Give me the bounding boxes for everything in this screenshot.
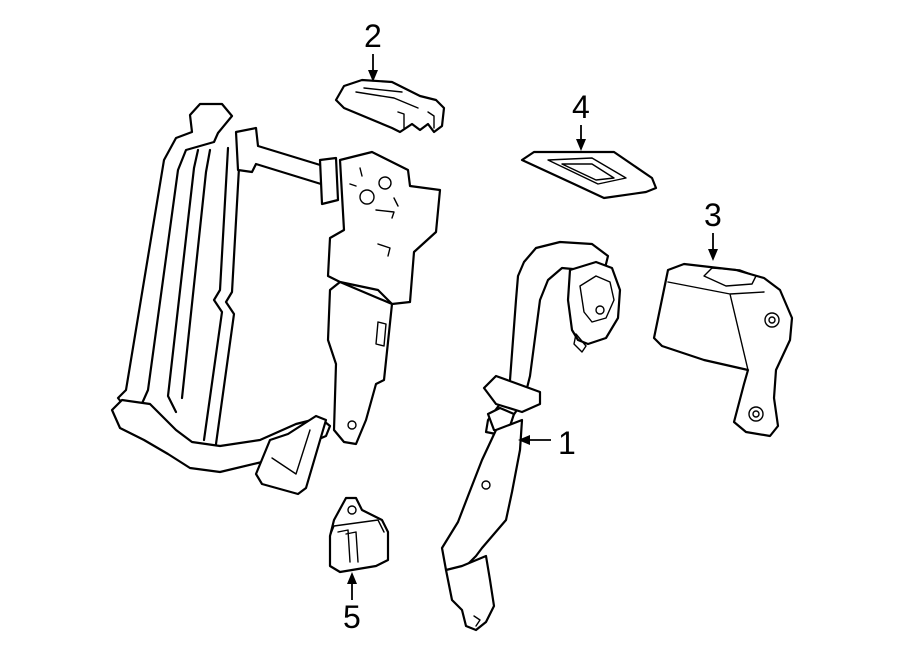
callout-1: 1 <box>558 425 576 461</box>
callout-2-group: 2 <box>364 18 382 82</box>
seat-back-frame <box>110 102 442 496</box>
part-4-trim-bezel <box>520 150 658 200</box>
part-1-seat-belt-assembly <box>440 240 622 632</box>
callout-1-group: 1 <box>518 425 576 461</box>
part-2-belt-guide <box>334 78 446 134</box>
callout-5-group: 5 <box>343 572 361 635</box>
callout-3-group: 3 <box>704 197 722 261</box>
part-3-retractor-cover <box>652 262 794 438</box>
callout-4-group: 4 <box>572 89 590 151</box>
callout-4: 4 <box>572 89 590 125</box>
callout-5: 5 <box>343 599 361 635</box>
callout-3: 3 <box>704 197 722 233</box>
callout-2: 2 <box>364 18 382 54</box>
part-5-buckle-clip <box>328 496 390 574</box>
